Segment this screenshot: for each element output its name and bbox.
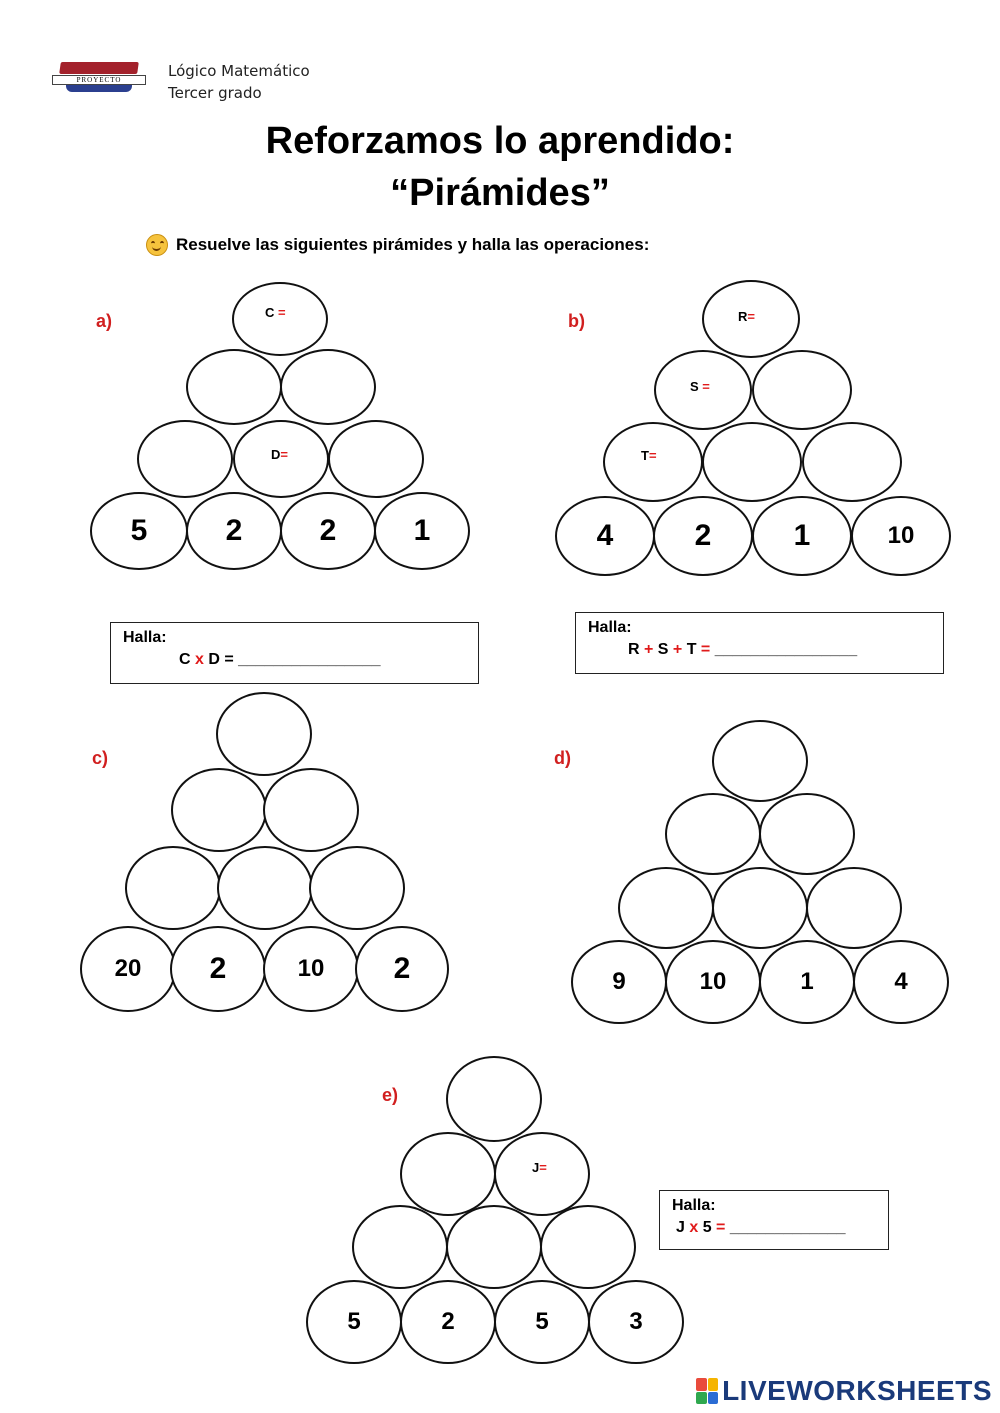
pyramid-d-bottom-3: 1 <box>759 940 855 1024</box>
label-b: b) <box>568 311 585 331</box>
label-a: a) <box>96 311 113 331</box>
pyramid-b-r2-1[interactable]: S = <box>654 350 752 430</box>
tag-d: D= <box>271 447 288 462</box>
pyramid-c-r3-3[interactable] <box>309 846 405 930</box>
pyramid-d-bottom-1: 9 <box>571 940 667 1024</box>
pyramid-e-r2-2[interactable]: J= <box>494 1132 590 1216</box>
page-subtitle: “Pirámides” <box>390 172 610 214</box>
pyramid-d-top[interactable] <box>712 720 808 802</box>
pyramid-b-r2-2[interactable] <box>752 350 852 430</box>
school-logo: PROYECTO <box>50 60 146 94</box>
pyramid-d-r3-3[interactable] <box>806 867 902 949</box>
pyramid-e-bottom-2: 2 <box>400 1280 496 1364</box>
page-title: Reforzamos lo aprendido: <box>265 120 735 162</box>
label-c: c) <box>92 748 109 768</box>
tag-s: S = <box>690 379 710 394</box>
pyramid-c-r2-2[interactable] <box>263 768 359 852</box>
pyramid-a-bottom-3: 2 <box>280 492 376 570</box>
pyramid-d-r3-2[interactable] <box>712 867 808 949</box>
pyramid-a-r3-2[interactable]: D= <box>233 420 329 498</box>
pyramid-c-bottom-4: 2 <box>355 926 449 1012</box>
pyramid-e-bottom-3: 5 <box>494 1280 590 1364</box>
pyramid-a-r2-1[interactable] <box>186 349 282 425</box>
instruction-text: Resuelve las siguientes pirámides y hall… <box>176 235 650 254</box>
pyramid-d-r2-1[interactable] <box>665 793 761 875</box>
pyramid-b-bottom-4: 10 <box>851 496 951 576</box>
question-box-e: Halla: J x 5 = _____________ <box>659 1190 889 1250</box>
question-box-a: Halla: C x D = ________________ <box>110 622 479 684</box>
pyramid-c-r3-2[interactable] <box>217 846 313 930</box>
pyramid-b-r3-1[interactable]: T= <box>603 422 703 502</box>
pyramid-a-r3-3[interactable] <box>328 420 424 498</box>
pyramid-c-r3-1[interactable] <box>125 846 221 930</box>
pyramid-a-bottom-4: 1 <box>374 492 470 570</box>
box-e-equation[interactable]: J x 5 = _____________ <box>676 1219 846 1236</box>
grade-text: Tercer grado <box>168 84 262 102</box>
pyramid-a-top[interactable]: C = <box>232 282 328 356</box>
box-a-equation[interactable]: C x D = ________________ <box>179 651 381 668</box>
instruction: Resuelve las siguientes pirámides y hall… <box>146 234 649 256</box>
pyramid-a-r3-1[interactable] <box>137 420 233 498</box>
pyramid-d-r3-1[interactable] <box>618 867 714 949</box>
box-b-equation[interactable]: R + S + T = ________________ <box>628 641 858 658</box>
question-box-b: Halla: R + S + T = ________________ <box>575 612 944 674</box>
pyramid-a-bottom-2: 2 <box>186 492 282 570</box>
pyramid-e-bottom-1: 5 <box>306 1280 402 1364</box>
tag-c: C = <box>265 305 286 320</box>
pyramid-e-top[interactable] <box>446 1056 542 1142</box>
pyramid-b-bottom-1: 4 <box>555 496 655 576</box>
liveworksheets-logo: LIVEWORKSHEETS <box>696 1375 992 1407</box>
smiley-icon <box>146 234 168 256</box>
liveworksheets-badge-icon <box>696 1378 719 1404</box>
pyramid-e-r3-3[interactable] <box>540 1205 636 1289</box>
pyramid-e-r2-1[interactable] <box>400 1132 496 1216</box>
pyramid-a-r2-2[interactable] <box>280 349 376 425</box>
tag-j: J= <box>532 1160 547 1175</box>
pyramid-c-r2-1[interactable] <box>171 768 267 852</box>
pyramid-b-bottom-3: 1 <box>752 496 852 576</box>
pyramid-a-bottom-1: 5 <box>90 492 188 570</box>
pyramid-b-r3-2[interactable] <box>702 422 802 502</box>
box-a-title: Halla: <box>123 629 167 646</box>
pyramid-d-bottom-4: 4 <box>853 940 949 1024</box>
pyramid-d-r2-2[interactable] <box>759 793 855 875</box>
tag-r: R= <box>738 309 755 324</box>
pyramid-e-r3-1[interactable] <box>352 1205 448 1289</box>
pyramid-c-bottom-1: 20 <box>80 926 176 1012</box>
pyramid-d-bottom-2: 10 <box>665 940 761 1024</box>
label-d: d) <box>554 748 571 768</box>
box-e-title: Halla: <box>672 1197 716 1214</box>
brand-text: LIVEWORKSHEETS <box>722 1375 992 1406</box>
pyramid-c-top[interactable] <box>216 692 312 776</box>
pyramid-e-bottom-4: 3 <box>588 1280 684 1364</box>
label-e: e) <box>382 1085 399 1105</box>
pyramid-c-bottom-2: 2 <box>170 926 266 1012</box>
header-info: Lógico Matemático Tercer grado <box>168 60 310 104</box>
subject-text: Lógico Matemático <box>168 62 310 80</box>
pyramid-b-bottom-2: 2 <box>653 496 753 576</box>
pyramid-b-top[interactable]: R= <box>702 280 800 358</box>
pyramid-c-bottom-3: 10 <box>263 926 359 1012</box>
tag-t: T= <box>641 448 657 463</box>
pyramid-b-r3-3[interactable] <box>802 422 902 502</box>
pyramid-e-r3-2[interactable] <box>446 1205 542 1289</box>
box-b-title: Halla: <box>588 619 632 636</box>
